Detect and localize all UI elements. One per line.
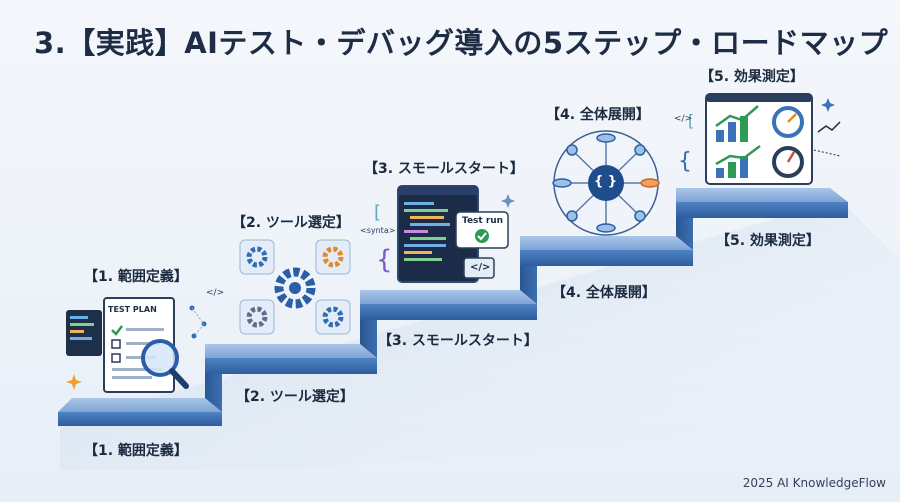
- test-plan-graphic: [66, 297, 207, 393]
- step-2-bottom-label: 【2. ツール選定】: [236, 389, 354, 405]
- svg-text:{: {: [678, 149, 692, 174]
- svg-text:{: {: [376, 245, 393, 275]
- step-5: [676, 188, 848, 218]
- page-title: 3.【実践】AIテスト・デバッグ導入の5ステップ・ロードマップ: [34, 26, 889, 60]
- test-plan-illustration: TEST PLAN </>: [64, 288, 224, 400]
- step-1-bottom-label: 【1. 範囲定義】: [84, 443, 188, 459]
- rollout-illustration: { }: [550, 128, 662, 238]
- code-tag-3: </>: [470, 262, 491, 273]
- hub-braces: { }: [594, 174, 618, 189]
- step-1-top-label: 【1. 範囲定義】: [84, 269, 188, 285]
- network-graphic: [552, 130, 660, 236]
- step-4-top-label: 【4. 全体展開】: [546, 107, 650, 123]
- svg-text:[: [: [374, 202, 381, 223]
- test-run-text: Test run: [462, 216, 504, 226]
- step-4-bottom-label: 【4. 全体展開】: [552, 285, 656, 301]
- gears-graphic: [239, 239, 351, 335]
- syntax-tag: <synta>: [360, 226, 396, 235]
- tool-selection-illustration: [238, 238, 352, 336]
- step-2-top-label: 【2. ツール選定】: [232, 215, 350, 231]
- measurement-illustration: { [ </>: [674, 92, 844, 188]
- step-3-bottom-label: 【3. スモールスタート】: [378, 333, 538, 349]
- dashboard-graphic: { [: [678, 93, 841, 185]
- step-5-bottom-label: 【5. 効果測定】: [716, 233, 820, 249]
- footer-credit: 2025 AI KnowledgeFlow: [742, 476, 886, 490]
- step-3-top-label: 【3. スモールスタート】: [364, 161, 524, 177]
- small-start-illustration: { [ Test run <synta> </>: [360, 182, 516, 288]
- stair-shadow: [60, 200, 900, 470]
- code-tag-1: </>: [206, 288, 225, 298]
- code-tag-5: </>: [674, 114, 693, 124]
- step-5-top-label: 【5. 効果測定】: [700, 69, 804, 85]
- svg-text:[: [: [688, 111, 694, 130]
- test-plan-text: TEST PLAN: [108, 305, 157, 314]
- code-editor-graphic: { [: [374, 185, 515, 283]
